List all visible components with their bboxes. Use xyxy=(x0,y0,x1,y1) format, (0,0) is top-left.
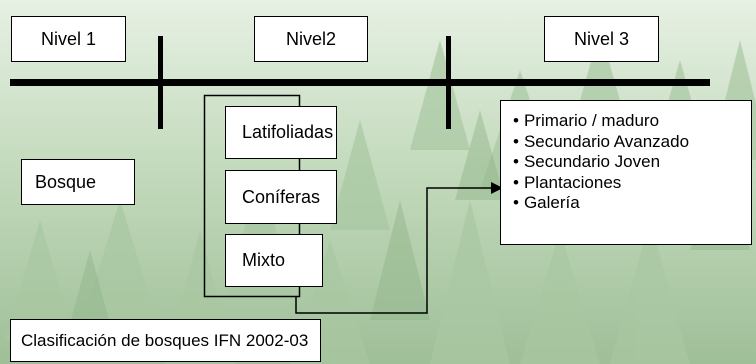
level-1-label: Nivel 1 xyxy=(40,28,97,49)
stage-item: Secundario Joven xyxy=(513,152,689,173)
level-2-box: Nivel2 xyxy=(254,16,368,62)
stage-item: Secundario Avanzado xyxy=(513,132,689,153)
forest-type-coniferas-box: Coníferas xyxy=(225,170,337,224)
timeline-tick-2 xyxy=(446,36,451,129)
stage-item: Plantaciones xyxy=(513,173,689,194)
timeline-tick-1 xyxy=(158,36,163,129)
successional-stages-list: Primario / maduro Secundario Avanzado Se… xyxy=(513,111,689,214)
level-2-label: Nivel2 xyxy=(285,28,337,49)
forest-type-latifoliadas-box: Latifoliadas xyxy=(225,106,337,159)
forest-type-mixto-box: Mixto xyxy=(225,234,323,287)
forest-type-coniferas-label: Coníferas xyxy=(242,186,321,207)
level-3-label: Nivel 3 xyxy=(573,28,630,49)
timeline-axis xyxy=(10,79,710,86)
bosque-label: Bosque xyxy=(35,171,97,192)
forest-type-latifoliadas-label: Latifoliadas xyxy=(242,122,334,142)
level-3-box: Nivel 3 xyxy=(544,16,659,62)
forest-type-mixto-label: Mixto xyxy=(242,250,286,270)
level-1-box: Nivel 1 xyxy=(11,16,126,62)
bosque-box: Bosque xyxy=(21,159,135,205)
stage-item: Galería xyxy=(513,193,689,214)
caption-text: Clasificación de bosques IFN 2002-03 xyxy=(21,330,309,350)
successional-stages-box: Primario / maduro Secundario Avanzado Se… xyxy=(500,100,752,245)
stage-item: Primario / maduro xyxy=(513,111,689,132)
caption-box: Clasificación de bosques IFN 2002-03 xyxy=(10,319,321,362)
